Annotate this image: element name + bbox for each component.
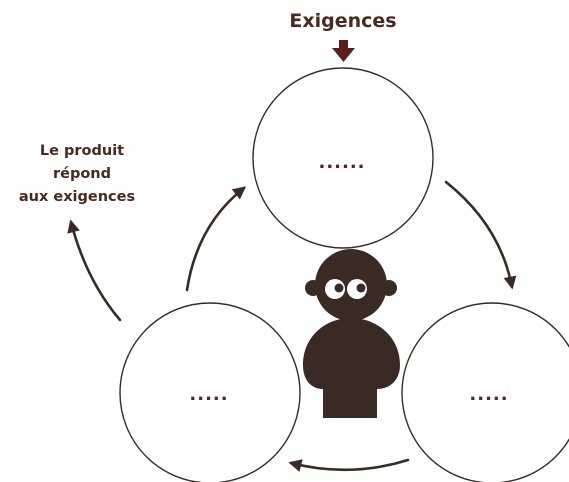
side-label: Le produit répond aux exigences	[19, 143, 135, 205]
right-node-text: .....	[469, 384, 508, 405]
left-node-text: .....	[189, 384, 228, 405]
left-circle	[119, 302, 301, 482]
figure-body	[303, 318, 400, 418]
person-thinking-icon	[303, 249, 400, 418]
arrow-top-to-right	[444, 180, 517, 290]
top-circle	[252, 67, 434, 249]
top-node-text: ......	[318, 152, 365, 173]
right-circle	[401, 302, 569, 482]
side-label-line-1: Le produit	[40, 143, 124, 159]
arrow-to-side-label	[67, 219, 122, 322]
figure-right-pupil	[356, 283, 366, 293]
side-label-line-3: aux exigences	[19, 189, 135, 205]
diagram-title: Exigences	[289, 10, 396, 32]
top-node: ......	[252, 67, 434, 249]
arrow-left-to-top	[185, 186, 247, 292]
figure-left-pupil	[334, 283, 344, 293]
left-node: .....	[119, 302, 301, 482]
arrow-right-to-left	[288, 458, 410, 472]
down-arrow-icon	[332, 40, 355, 62]
right-node: .....	[401, 302, 569, 482]
side-label-line-2: répond	[53, 166, 111, 182]
